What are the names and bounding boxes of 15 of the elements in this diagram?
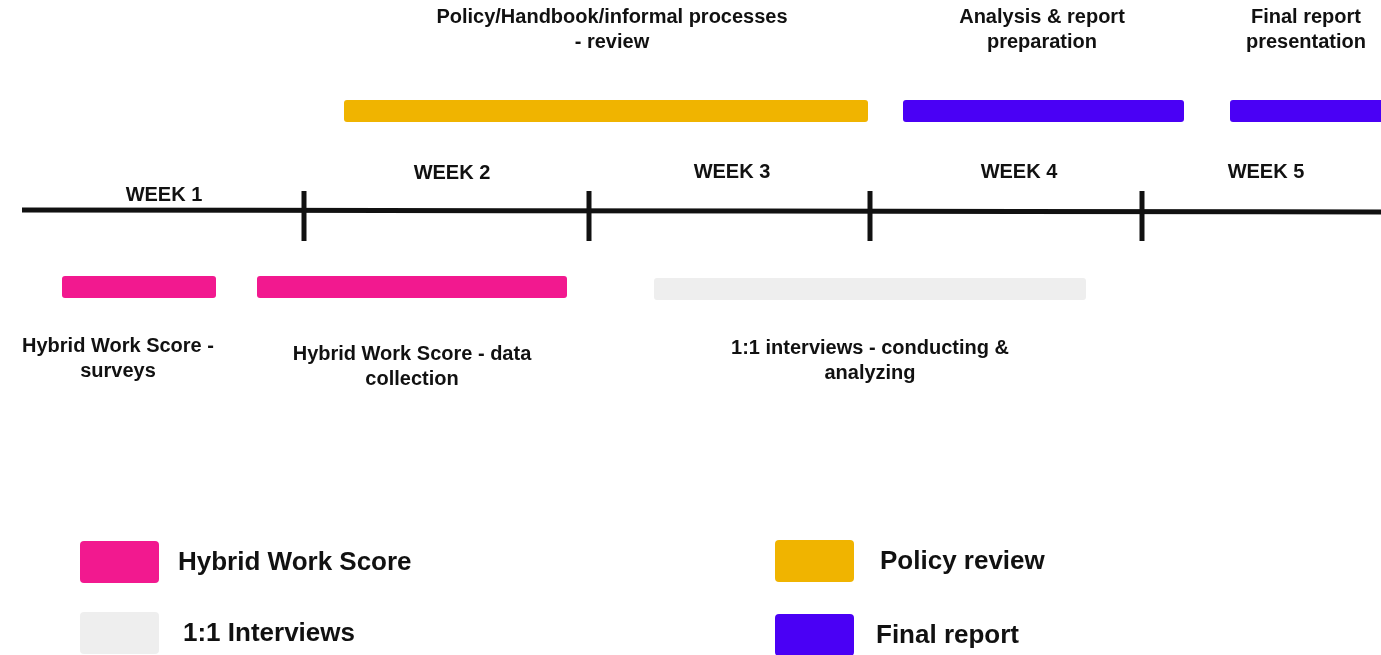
week-label: WEEK 5	[1226, 159, 1306, 184]
legend-label: Final report	[876, 619, 1019, 650]
bar-label: Policy/Handbook/informal processes - review	[435, 4, 789, 54]
legend-label: Policy review	[880, 545, 1045, 576]
week-label: WEEK 2	[412, 160, 492, 185]
week-label: WEEK 3	[692, 159, 772, 184]
legend-label: Hybrid Work Score	[178, 546, 412, 577]
bar-label: Hybrid Work Score - surveys	[21, 333, 215, 383]
bar-label: Final report presentation	[1245, 4, 1367, 54]
week-label: WEEK 4	[979, 159, 1059, 184]
bar-label: Hybrid Work Score - data collection	[291, 341, 533, 391]
bar-label: Analysis & report preparation	[958, 4, 1126, 54]
bar-label: 1:1 interviews - conducting & analyzing	[730, 335, 1010, 385]
week-label: WEEK 1	[124, 182, 204, 207]
legend-label: 1:1 Interviews	[183, 617, 355, 648]
